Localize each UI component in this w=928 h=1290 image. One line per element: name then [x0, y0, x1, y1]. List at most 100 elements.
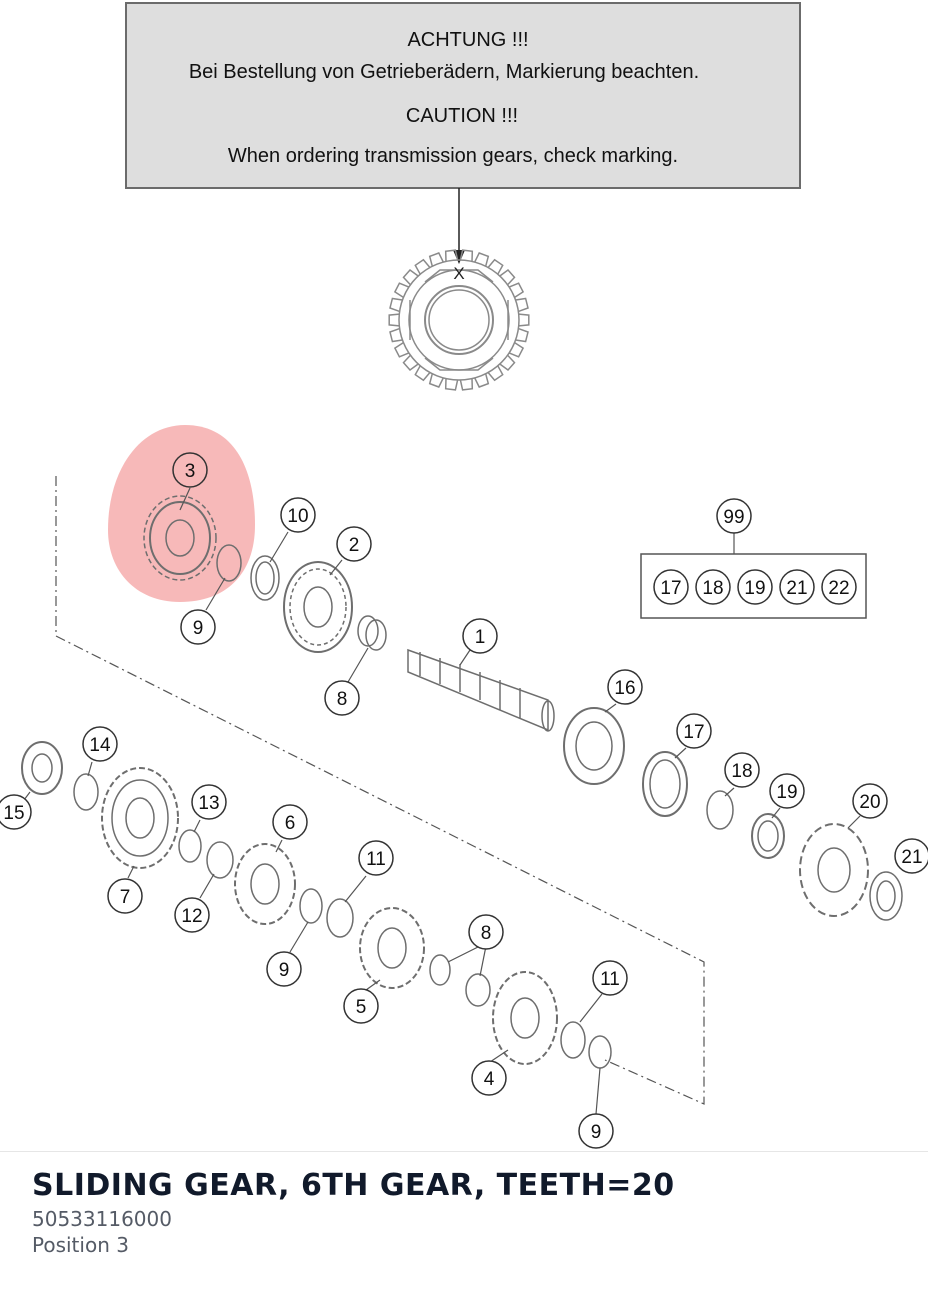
gear-tooth — [389, 327, 403, 343]
callout-20[interactable]: 20 — [852, 783, 888, 819]
callout-9[interactable]: 9 — [578, 1113, 614, 1149]
callout-6[interactable]: 6 — [272, 804, 308, 840]
callout-label: 10 — [287, 506, 308, 527]
callout-label: 9 — [193, 618, 204, 639]
kit-item-label: 19 — [744, 578, 765, 599]
gear-tooth — [474, 252, 490, 267]
callout-label: 7 — [120, 887, 131, 908]
gear-tooth — [499, 354, 516, 372]
callout-5[interactable]: 5 — [343, 988, 379, 1024]
gear-tooth — [414, 365, 431, 382]
callout-label: 13 — [198, 793, 219, 814]
kit-item-19[interactable]: 19 — [737, 569, 773, 605]
notice-de-text: Bei Bestellung von Getrieberädern, Marki… — [189, 61, 699, 83]
gear-tooth — [393, 341, 410, 358]
callout-15[interactable]: 15 — [0, 794, 32, 830]
gear-tooth — [459, 378, 474, 391]
gear-tooth — [393, 282, 410, 299]
callout-label: 9 — [591, 1122, 602, 1143]
callout-3[interactable]: 3 — [172, 452, 208, 488]
callout-99[interactable]: 99 — [716, 498, 752, 534]
callout-11[interactable]: 11 — [358, 840, 394, 876]
kit-item-17[interactable]: 17 — [653, 569, 689, 605]
callout-11[interactable]: 11 — [592, 960, 628, 996]
callout-label: 16 — [614, 678, 635, 699]
callout-2[interactable]: 2 — [336, 526, 372, 562]
part-number: 50533116000 — [32, 1207, 172, 1231]
notice-en-text: When ordering transmission gears, check … — [228, 145, 678, 167]
divider — [0, 1151, 928, 1152]
callout-label: 8 — [481, 923, 492, 944]
caution-notice-box: ACHTUNG !!! Bei Bestellung von Getrieber… — [125, 2, 801, 189]
parts-illustrations — [21, 495, 903, 1069]
callout-label: 21 — [901, 847, 922, 868]
callout-label: 6 — [285, 813, 296, 834]
callout-14[interactable]: 14 — [82, 726, 118, 762]
callout-10[interactable]: 10 — [280, 497, 316, 533]
callout-8[interactable]: 8 — [468, 914, 504, 950]
kit-box — [640, 553, 867, 619]
callout-label: 20 — [859, 792, 880, 813]
kit-item-22[interactable]: 22 — [821, 569, 857, 605]
gear-tooth — [402, 268, 419, 286]
gear-tooth — [474, 373, 490, 388]
callout-16[interactable]: 16 — [607, 669, 643, 705]
gear-tooth — [508, 282, 525, 299]
selected-part-highlight — [108, 425, 255, 602]
callout-label: 9 — [279, 960, 290, 981]
callout-label: 19 — [776, 782, 797, 803]
gear-tooth — [487, 365, 504, 382]
callout-18[interactable]: 18 — [724, 752, 760, 788]
kit-item-label: 21 — [786, 578, 807, 599]
callout-13[interactable]: 13 — [191, 784, 227, 820]
gear-tooth — [414, 258, 431, 275]
callout-17[interactable]: 17 — [676, 713, 712, 749]
gear-tooth — [515, 297, 529, 313]
gear-tooth — [444, 378, 459, 391]
gear-tooth — [428, 252, 444, 267]
callout-9[interactable]: 9 — [180, 609, 216, 645]
part-position: Position 3 — [32, 1233, 129, 1257]
gear-tooth — [444, 249, 459, 262]
gear-tooth — [515, 327, 529, 343]
part-info-panel: SLIDING GEAR, 6TH GEAR, TEETH=20 5053311… — [32, 1168, 904, 1257]
kit-item-18[interactable]: 18 — [695, 569, 731, 605]
kit-item-label: 17 — [660, 578, 681, 599]
callout-19[interactable]: 19 — [769, 773, 805, 809]
callout-label: 1 — [475, 627, 486, 648]
kit-items: 17 18 19 21 22 — [653, 569, 857, 605]
callout-label: 15 — [3, 803, 24, 824]
callout-label: 11 — [366, 849, 386, 870]
exploded-parts-diagram: ACHTUNG !!! Bei Bestellung von Getrieber… — [0, 2, 928, 1149]
gear-tooth — [389, 297, 403, 313]
kit-item-21[interactable]: 21 — [779, 569, 815, 605]
kit-item-label: 22 — [828, 578, 849, 599]
gear-marking-x: X — [453, 264, 464, 283]
gear-tooth — [487, 258, 504, 275]
callout-label: 4 — [484, 1069, 495, 1090]
part-title: SLIDING GEAR, 6TH GEAR, TEETH=20 — [32, 1168, 675, 1203]
callout-21[interactable]: 21 — [894, 838, 928, 874]
callout-label: 8 — [337, 689, 348, 710]
leader-lines — [23, 487, 861, 1115]
gear-tooth — [428, 373, 444, 388]
notice-en-heading: CAUTION !!! — [406, 105, 518, 127]
callout-8[interactable]: 8 — [324, 680, 360, 716]
gear-tooth — [499, 268, 516, 286]
callout-label: 14 — [89, 735, 111, 756]
callout-4[interactable]: 4 — [471, 1060, 507, 1096]
callout-7[interactable]: 7 — [107, 878, 143, 914]
assembly-boundary-line — [55, 476, 705, 1105]
gear-tooth — [508, 341, 525, 358]
callout-label: 5 — [356, 997, 367, 1018]
notice-arrow-head — [453, 250, 465, 264]
notice-de-heading: ACHTUNG !!! — [407, 29, 528, 51]
callout-label: 18 — [731, 761, 752, 782]
callout-9[interactable]: 9 — [266, 951, 302, 987]
callout-1[interactable]: 1 — [462, 618, 498, 654]
callout-label: 12 — [181, 906, 202, 927]
callout-12[interactable]: 12 — [174, 897, 210, 933]
callout-label: 11 — [600, 969, 620, 990]
callout-label: 99 — [723, 507, 744, 528]
